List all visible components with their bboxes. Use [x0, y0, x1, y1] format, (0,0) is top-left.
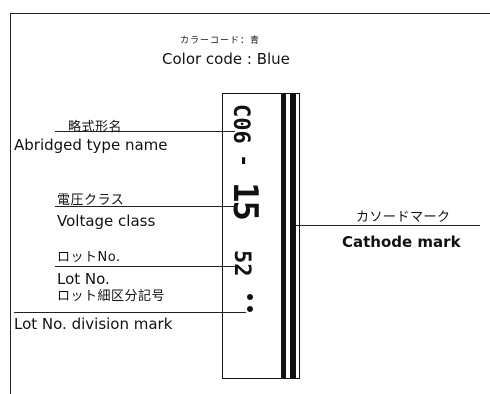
type-code-marking: C06 — [228, 104, 253, 144]
color-code-en: Color code : Blue — [162, 50, 290, 68]
color-code-jp: カラーコード：青 — [180, 36, 261, 46]
lot-marking: 52 — [229, 250, 254, 277]
voltage-marking: 15 — [225, 182, 265, 219]
lot-no-leader — [55, 266, 235, 267]
division-dot — [247, 294, 253, 300]
lot-division-en: Lot No. division mark — [14, 315, 173, 333]
voltage-class-leader — [55, 206, 237, 207]
abridged-type-en: Abridged type name — [14, 136, 168, 154]
division-dot — [247, 306, 253, 312]
lot-no-en: Lot No. — [57, 270, 110, 288]
cathode-mark-en: Cathode mark — [342, 233, 461, 251]
frame-top-edge — [10, 13, 490, 14]
dash-marking: - — [231, 154, 256, 168]
component-label — [222, 93, 300, 379]
lot-division-jp: ロット細区分記号 — [57, 289, 166, 304]
voltage-class-jp: 電圧クラス — [57, 193, 125, 208]
cathode-band-inner — [281, 93, 286, 379]
abridged-type-jp: 略式形名 — [68, 120, 123, 135]
cathode-mark-leader — [296, 225, 480, 226]
abridged-type-leader — [55, 131, 235, 132]
lot-division-leader — [14, 312, 246, 313]
voltage-class-en: Voltage class — [57, 212, 156, 230]
lot-no-jp: ロットNo. — [57, 250, 121, 265]
cathode-band-outer — [290, 93, 296, 379]
frame-left-edge — [10, 13, 11, 394]
cathode-mark-jp: カソードマーク — [356, 210, 451, 225]
